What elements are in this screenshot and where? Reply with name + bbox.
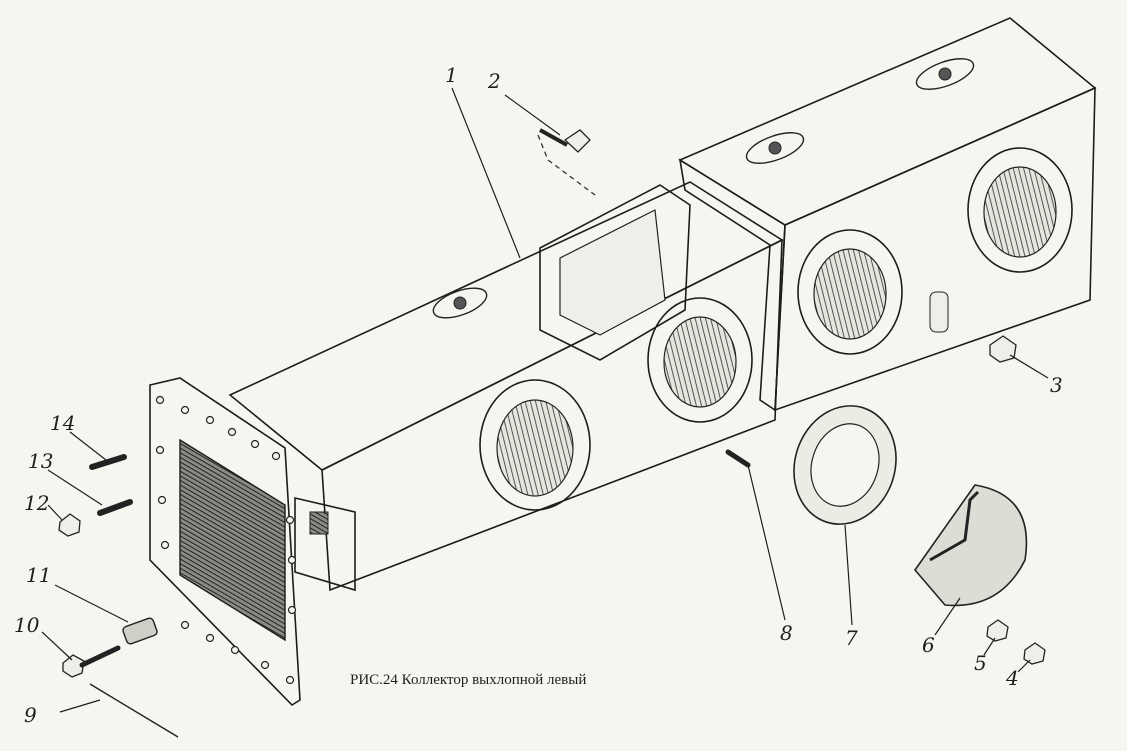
end-opening [179,438,286,642]
nut-part-3 [989,335,1017,363]
side-port-2 [647,297,753,423]
end-flange [149,377,301,707]
side-port-4 [967,147,1073,273]
callout-14: 14 [50,411,75,435]
callout-10: 10 [14,613,40,637]
callout-numbers: 1 2 3 4 5 6 7 8 9 10 11 12 13 14 [14,63,1063,727]
stud-part-13 [97,499,133,516]
bolt-part-10 [62,645,121,678]
bolt-part-2 [537,128,596,196]
gasket-part-7 [793,405,897,525]
nut-part-5 [986,619,1009,642]
callout-7: 7 [845,626,858,650]
nut-part-12 [58,513,81,537]
callout-12: 12 [24,491,49,515]
figure-caption: РИС.24 Коллектор выхлопной левый [350,672,587,688]
bushing-part-11 [122,617,158,645]
leader-lines [41,87,1049,713]
callout-6: 6 [922,633,935,657]
manifold-right-section [678,17,1097,412]
side-port-3 [797,229,903,355]
callout-3: 3 [1050,373,1063,397]
cover-part-6 [913,484,1028,607]
callout-1: 1 [445,63,458,87]
callout-8: 8 [780,621,793,645]
callout-5: 5 [974,651,987,675]
wire-part-9 [89,683,179,738]
callout-9: 9 [24,703,37,727]
nut-part-4 [1023,642,1046,665]
callout-11: 11 [26,563,51,587]
callout-13: 13 [28,449,53,473]
joint-cutout [539,184,691,361]
manifold-left-section [149,181,784,707]
callout-2: 2 [487,69,501,93]
side-port-1 [479,379,591,511]
stud-part-14 [89,454,127,470]
callout-4: 4 [1005,666,1019,690]
pin-part-8 [725,449,751,468]
